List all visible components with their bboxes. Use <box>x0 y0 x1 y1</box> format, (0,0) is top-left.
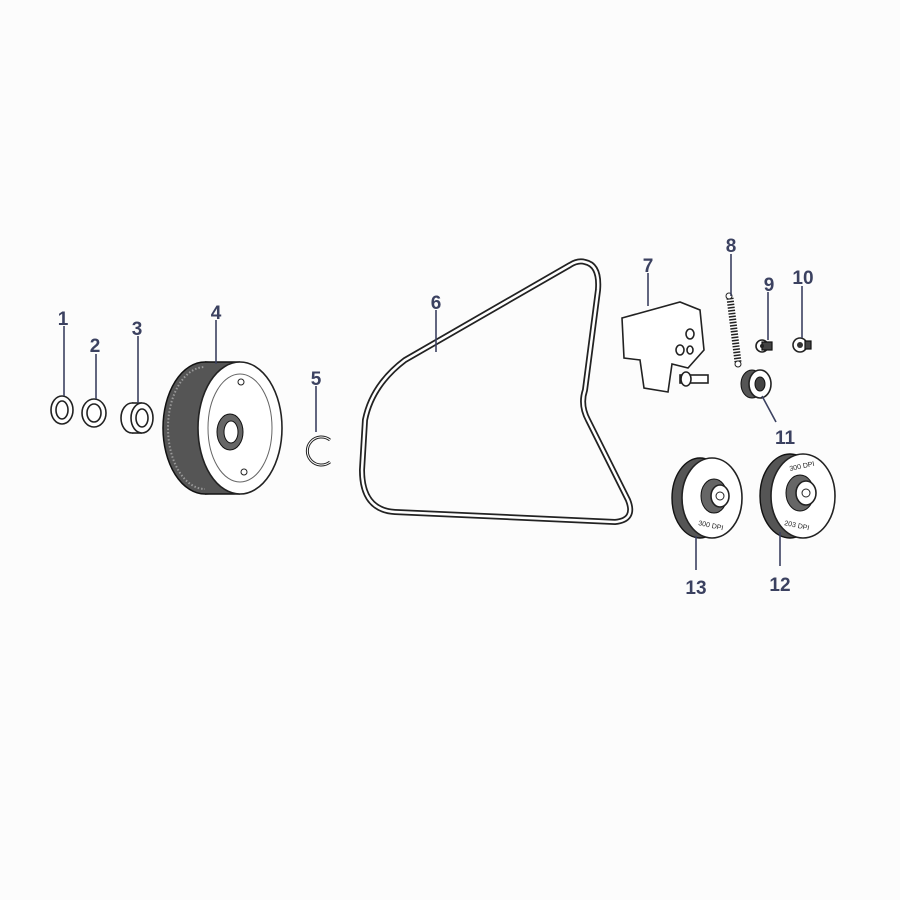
part-7-bracket <box>621 301 709 393</box>
callout-10: 10 <box>792 268 813 289</box>
part-13-dpi-pulley: 300 DPI <box>671 457 743 539</box>
callout-4: 4 <box>211 303 222 324</box>
callout-8: 8 <box>726 236 737 257</box>
part-3-bearing <box>120 402 154 434</box>
part-11-idler-pulley <box>740 369 772 399</box>
part-10-nut <box>792 337 812 353</box>
callout-2: 2 <box>90 336 101 357</box>
callout-9: 9 <box>764 275 775 296</box>
leader-lines <box>63 254 803 570</box>
part-12-dpi-pulley: 300 DPI 203 DPI <box>759 453 836 539</box>
callout-5: 5 <box>311 369 322 390</box>
callout-11: 11 <box>775 428 796 449</box>
callout-6: 6 <box>431 293 442 314</box>
part-6-belt <box>358 258 634 526</box>
part-9-screw <box>755 339 773 353</box>
callout-1: 1 <box>58 309 69 330</box>
part-1-washer <box>50 395 74 425</box>
part-4-large-pulley <box>162 361 283 495</box>
part-5-e-clip <box>305 435 331 467</box>
part-8-spring <box>725 292 742 368</box>
callout-12: 12 <box>769 575 790 596</box>
callout-7: 7 <box>643 256 654 277</box>
part-2-washer <box>81 398 107 428</box>
callout-3: 3 <box>132 319 143 340</box>
callout-13: 13 <box>685 578 706 599</box>
